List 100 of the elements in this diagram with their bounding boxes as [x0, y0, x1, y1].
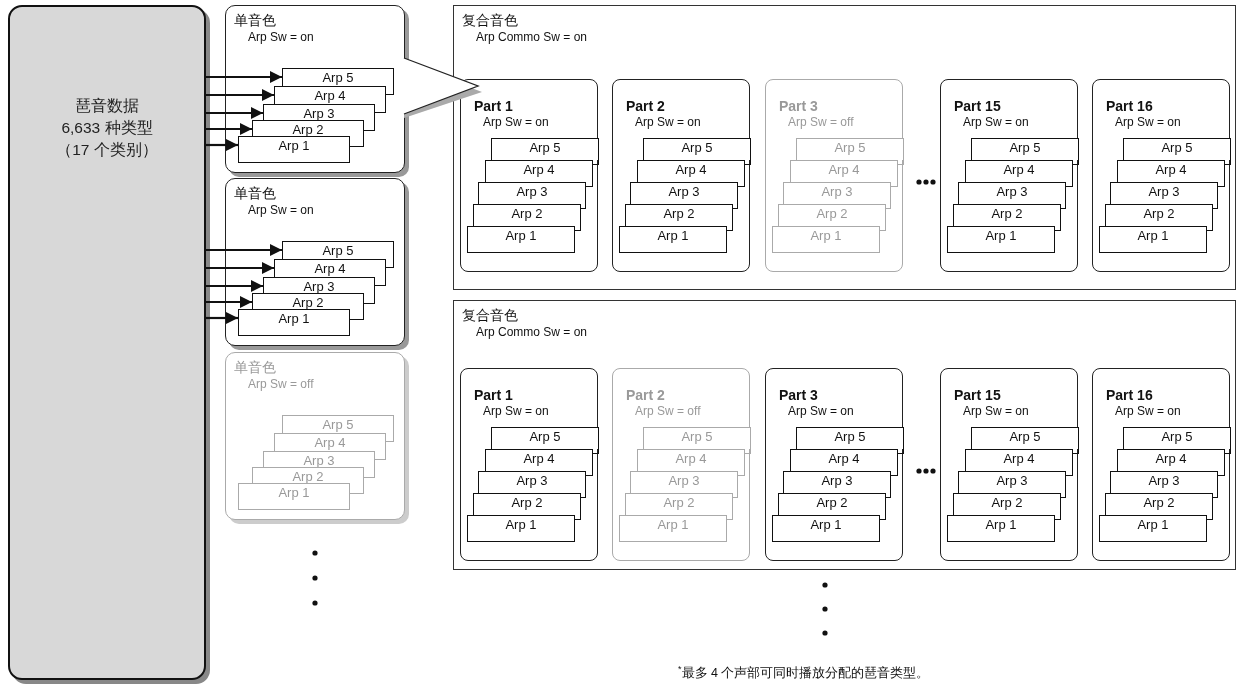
box-title: Part 1	[474, 98, 513, 115]
box-title: Part 16	[1106, 98, 1153, 115]
arp-label: Arp 4	[1003, 161, 1035, 179]
data-label: （17 个类别）	[56, 140, 158, 160]
part-box	[765, 79, 903, 272]
arrow	[206, 123, 252, 135]
arp-label: Arp 5	[681, 139, 713, 157]
switch-status: Arp Sw = on	[963, 404, 1029, 418]
arp-label: Arp 5	[681, 428, 713, 446]
arp-label: Arp 2	[292, 468, 324, 486]
box-title: 单音色	[234, 12, 276, 29]
arp-card	[772, 515, 880, 542]
arp-label: Arp 5	[1009, 428, 1041, 446]
arp-label: Arp 2	[1143, 494, 1175, 512]
performance-box	[453, 300, 1236, 570]
arp-card	[238, 309, 350, 336]
arp-label: Arp 1	[657, 227, 689, 245]
arp-label: Arp 5	[529, 139, 561, 157]
arp-label: Arp 4	[1003, 450, 1035, 468]
arp-label: Arp 3	[821, 472, 853, 490]
arp-label: Arp 2	[292, 294, 324, 312]
part-box	[612, 79, 750, 272]
arp-label: Arp 3	[668, 183, 700, 201]
switch-status: Arp Sw = on	[1115, 115, 1181, 129]
arp-label: Arp 1	[278, 137, 310, 155]
arp-label: Arp 3	[303, 105, 335, 123]
part-box	[940, 79, 1078, 272]
arp-label: Arp 4	[523, 450, 555, 468]
arp-card	[1099, 515, 1207, 542]
arp-label: Arp 5	[322, 416, 354, 434]
arp-card	[947, 226, 1055, 253]
switch-status: Arp Sw = on	[483, 115, 549, 129]
arp-label: Arp 5	[834, 428, 866, 446]
switch-status: Arp Sw = on	[248, 203, 314, 217]
arp-card	[619, 226, 727, 253]
arp-label: Arp 1	[1137, 516, 1169, 534]
arp-label: Arp 3	[996, 472, 1028, 490]
box-title: Part 3	[779, 387, 818, 404]
arp-card	[467, 515, 575, 542]
arrow	[206, 244, 282, 256]
arrow	[206, 139, 238, 151]
arrow	[206, 107, 263, 119]
box-title: Part 2	[626, 98, 665, 115]
arp-label: Arp 3	[303, 452, 335, 470]
arp-label: Arp 4	[675, 161, 707, 179]
arp-card	[947, 515, 1055, 542]
arp-label: Arp 2	[991, 205, 1023, 223]
switch-status: Arp Sw = on	[1115, 404, 1181, 418]
arp-label: Arp 4	[675, 450, 707, 468]
arp-label: Arp 2	[292, 121, 324, 139]
part-box	[765, 368, 903, 561]
box-title: Part 3	[779, 98, 818, 115]
arp-label: Arp 3	[1148, 472, 1180, 490]
arp-card	[238, 483, 350, 510]
box-title: Part 2	[626, 387, 665, 404]
arp-label: Arp 2	[663, 494, 695, 512]
arp-card	[238, 136, 350, 163]
part-box	[1092, 79, 1230, 272]
switch-status: Arp Commo Sw = on	[476, 30, 588, 44]
arp-label: Arp 5	[834, 139, 866, 157]
arp-label: Arp 1	[657, 516, 689, 534]
arp-label: Arp 1	[810, 516, 842, 534]
arp-label: Arp 1	[985, 516, 1017, 534]
switch-status: Arp Sw = off	[248, 377, 314, 391]
arp-label: Arp 1	[278, 310, 310, 328]
arp-label: Arp 5	[1161, 139, 1193, 157]
arp-label: Arp 1	[810, 227, 842, 245]
arrow	[206, 312, 238, 324]
arp-label: Arp 4	[828, 450, 860, 468]
arp-label: Arp 4	[314, 87, 346, 105]
arp-label: Arp 2	[663, 205, 695, 223]
arp-label: Arp 4	[1155, 161, 1187, 179]
arrow	[206, 280, 263, 292]
arp-label: Arp 3	[303, 278, 335, 296]
arp-label: Arp 4	[523, 161, 555, 179]
switch-status: Arp Sw = off	[635, 404, 701, 418]
arp-label: Arp 1	[1137, 227, 1169, 245]
arp-label: Arp 4	[314, 434, 346, 452]
arp-label: Arp 4	[828, 161, 860, 179]
box-title: 单音色	[234, 359, 276, 376]
part-box	[940, 368, 1078, 561]
arp-label: Arp 2	[511, 205, 543, 223]
arrow	[206, 89, 274, 101]
performance-box	[453, 5, 1236, 290]
arrow	[206, 296, 252, 308]
arp-label: Arp 2	[1143, 205, 1175, 223]
arp-label: Arp 2	[816, 205, 848, 223]
arp-label: Arp 5	[529, 428, 561, 446]
arp-card	[467, 226, 575, 253]
arrow	[206, 71, 282, 83]
arp-label: Arp 5	[1161, 428, 1193, 446]
arp-label: Arp 4	[314, 260, 346, 278]
arp-label: Arp 1	[505, 227, 537, 245]
data-label: 琶音数据	[75, 96, 139, 116]
arp-label: Arp 3	[516, 472, 548, 490]
switch-status: Arp Sw = off	[788, 115, 854, 129]
part-box	[1092, 368, 1230, 561]
arp-label: Arp 1	[985, 227, 1017, 245]
arp-card	[1099, 226, 1207, 253]
box-title: Part 1	[474, 387, 513, 404]
